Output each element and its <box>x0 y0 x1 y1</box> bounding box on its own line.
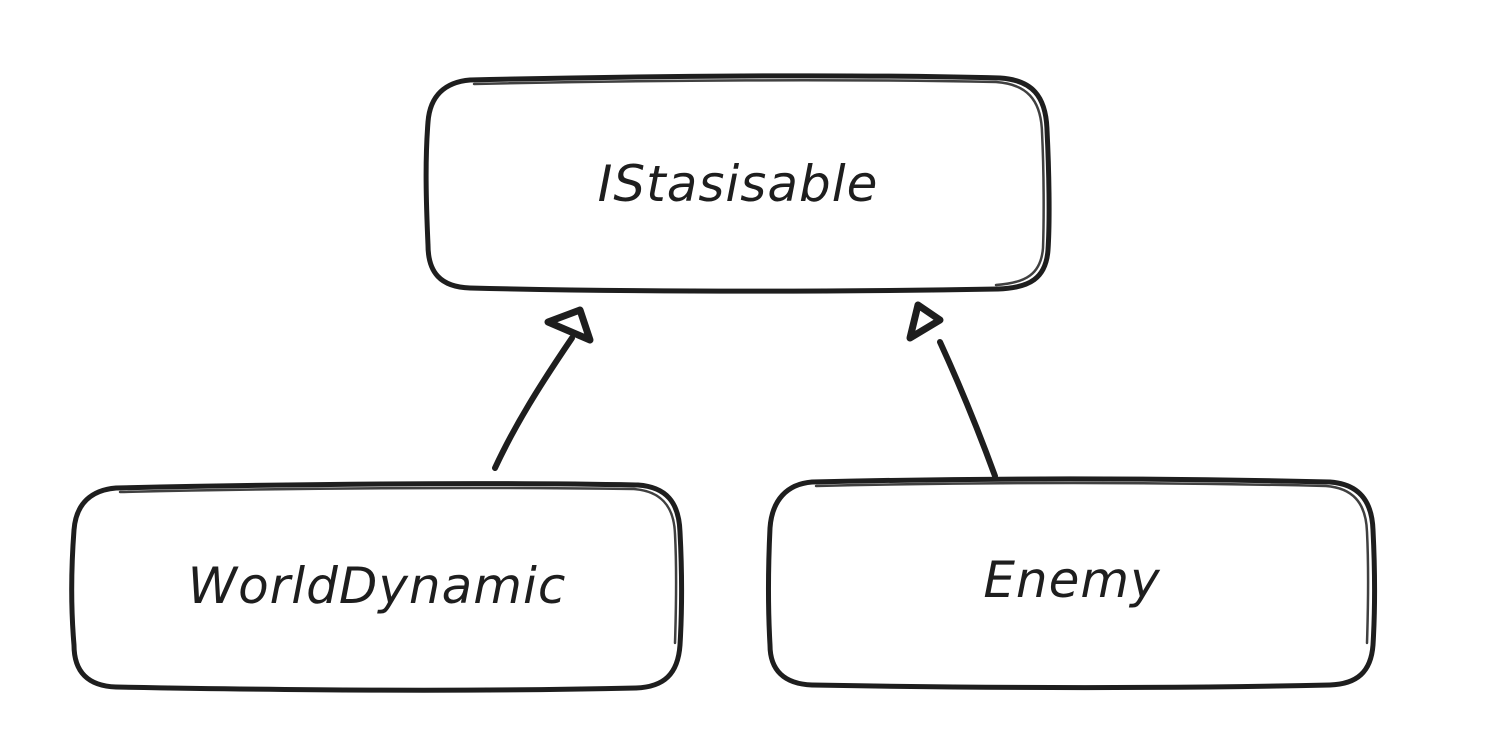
node-worlddynamic[interactable]: WorldDynamic <box>69 481 684 693</box>
node-istasisable[interactable]: IStasisable <box>423 73 1052 294</box>
node-enemy-sketch-stroke <box>814 481 1370 645</box>
edge-enemy-to-istasisable[interactable] <box>906 301 998 479</box>
inheritance-triangle-icon <box>906 301 944 342</box>
edge-enemy-line <box>937 339 998 479</box>
node-istasisable-sketch-stroke <box>472 79 1045 287</box>
node-enemy[interactable]: Enemy <box>766 476 1377 691</box>
edge-worlddynamic-to-istasisable[interactable] <box>492 306 594 471</box>
node-worlddynamic-sketch-stroke <box>118 486 678 645</box>
node-istasisable-label: IStasisable <box>598 155 879 213</box>
node-istasisable-border <box>423 73 1052 294</box>
node-enemy-border <box>766 476 1377 691</box>
node-worlddynamic-border <box>69 481 684 693</box>
inheritance-triangle-icon <box>544 306 594 344</box>
node-enemy-label: Enemy <box>983 551 1161 609</box>
node-worlddynamic-label: WorldDynamic <box>188 557 567 615</box>
edge-worlddynamic-line <box>492 335 575 471</box>
